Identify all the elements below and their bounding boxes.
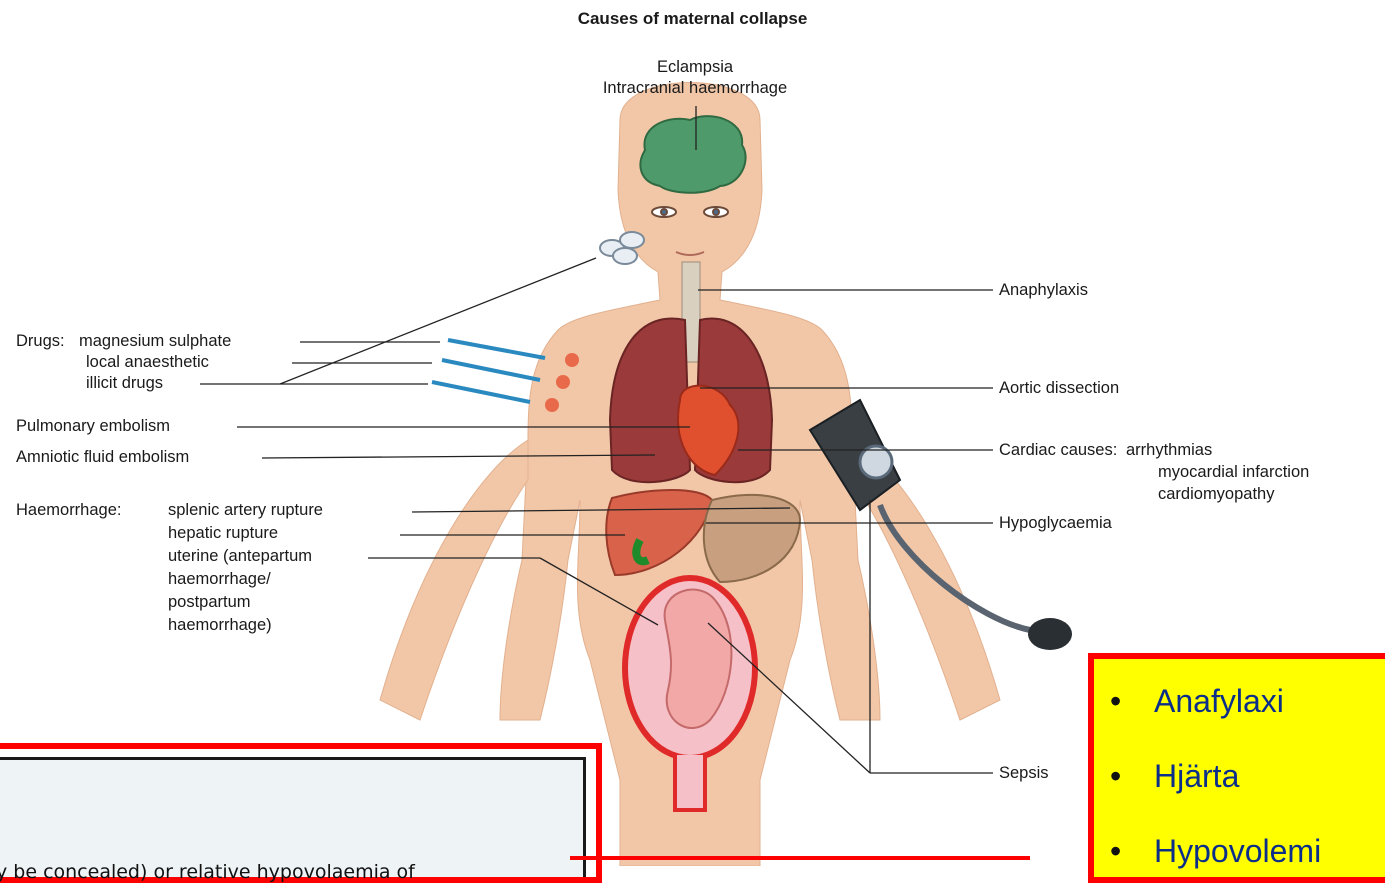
overlay-text-line: y be concealed) or relative hypovolaemia…: [0, 861, 415, 883]
label-hepatic-rupture: hepatic rupture: [168, 523, 278, 543]
label-amniotic-fluid-embolism: Amniotic fluid embolism: [16, 447, 189, 467]
label-intracranial-haemorrhage: Intracranial haemorrhage: [560, 78, 830, 98]
pills-icon: [600, 232, 644, 264]
bullet-anafylaxi: Anafylaxi: [1154, 683, 1284, 719]
label-illicit-drugs: illicit drugs: [86, 373, 163, 393]
label-uterine-line3: postpartum: [168, 592, 251, 612]
label-myocardial-infarction: myocardial infarction: [1158, 462, 1309, 482]
label-pulmonary-embolism: Pulmonary embolism: [16, 416, 170, 436]
overlay-text-panel: y be concealed) or relative hypovolaemia…: [0, 757, 586, 877]
bullet-hjarta: Hjärta: [1154, 758, 1239, 794]
bullet-hypovolemi: Hypovolemi: [1154, 833, 1321, 869]
label-cardiac-prefix: Cardiac causes:: [999, 440, 1117, 460]
label-uterine: uterine (antepartum: [168, 546, 312, 566]
bullet-item: •Hjärta: [1110, 758, 1321, 833]
label-sepsis: Sepsis: [999, 763, 1049, 783]
bullet-list: •Anafylaxi •Hjärta •Hypovolemi: [1110, 683, 1321, 883]
overlay-bullet-box: •Anafylaxi •Hjärta •Hypovolemi: [1088, 653, 1385, 883]
label-uterine-line4: haemorrhage): [168, 615, 272, 635]
label-cardiomyopathy: cardiomyopathy: [1158, 484, 1274, 504]
label-local-anaesthetic: local anaesthetic: [86, 352, 209, 372]
page-title: Causes of maternal collapse: [0, 9, 1385, 29]
bullet-item: •Anafylaxi: [1110, 683, 1321, 758]
overlay-text-box: y be concealed) or relative hypovolaemia…: [0, 743, 602, 883]
label-anaphylaxis: Anaphylaxis: [999, 280, 1088, 300]
brain: [640, 116, 745, 193]
cervix: [675, 755, 705, 810]
label-haemorrhage-prefix: Haemorrhage:: [16, 500, 121, 520]
label-magnesium-sulphate: magnesium sulphate: [79, 331, 231, 351]
label-splenic-artery-rupture: splenic artery rupture: [168, 500, 323, 520]
label-aortic-dissection: Aortic dissection: [999, 378, 1119, 398]
label-drugs-prefix: Drugs:: [16, 331, 65, 351]
label-hypoglycaemia: Hypoglycaemia: [999, 513, 1112, 533]
label-eclampsia: Eclampsia: [560, 57, 830, 77]
label-uterine-line2: haemorrhage/: [168, 569, 271, 589]
bullet-item: •Hypovolemi: [1110, 833, 1321, 883]
overlay-red-strip: [570, 856, 1030, 868]
syringe-icons: [432, 340, 545, 402]
label-arrhythmias: arrhythmias: [1126, 440, 1212, 460]
